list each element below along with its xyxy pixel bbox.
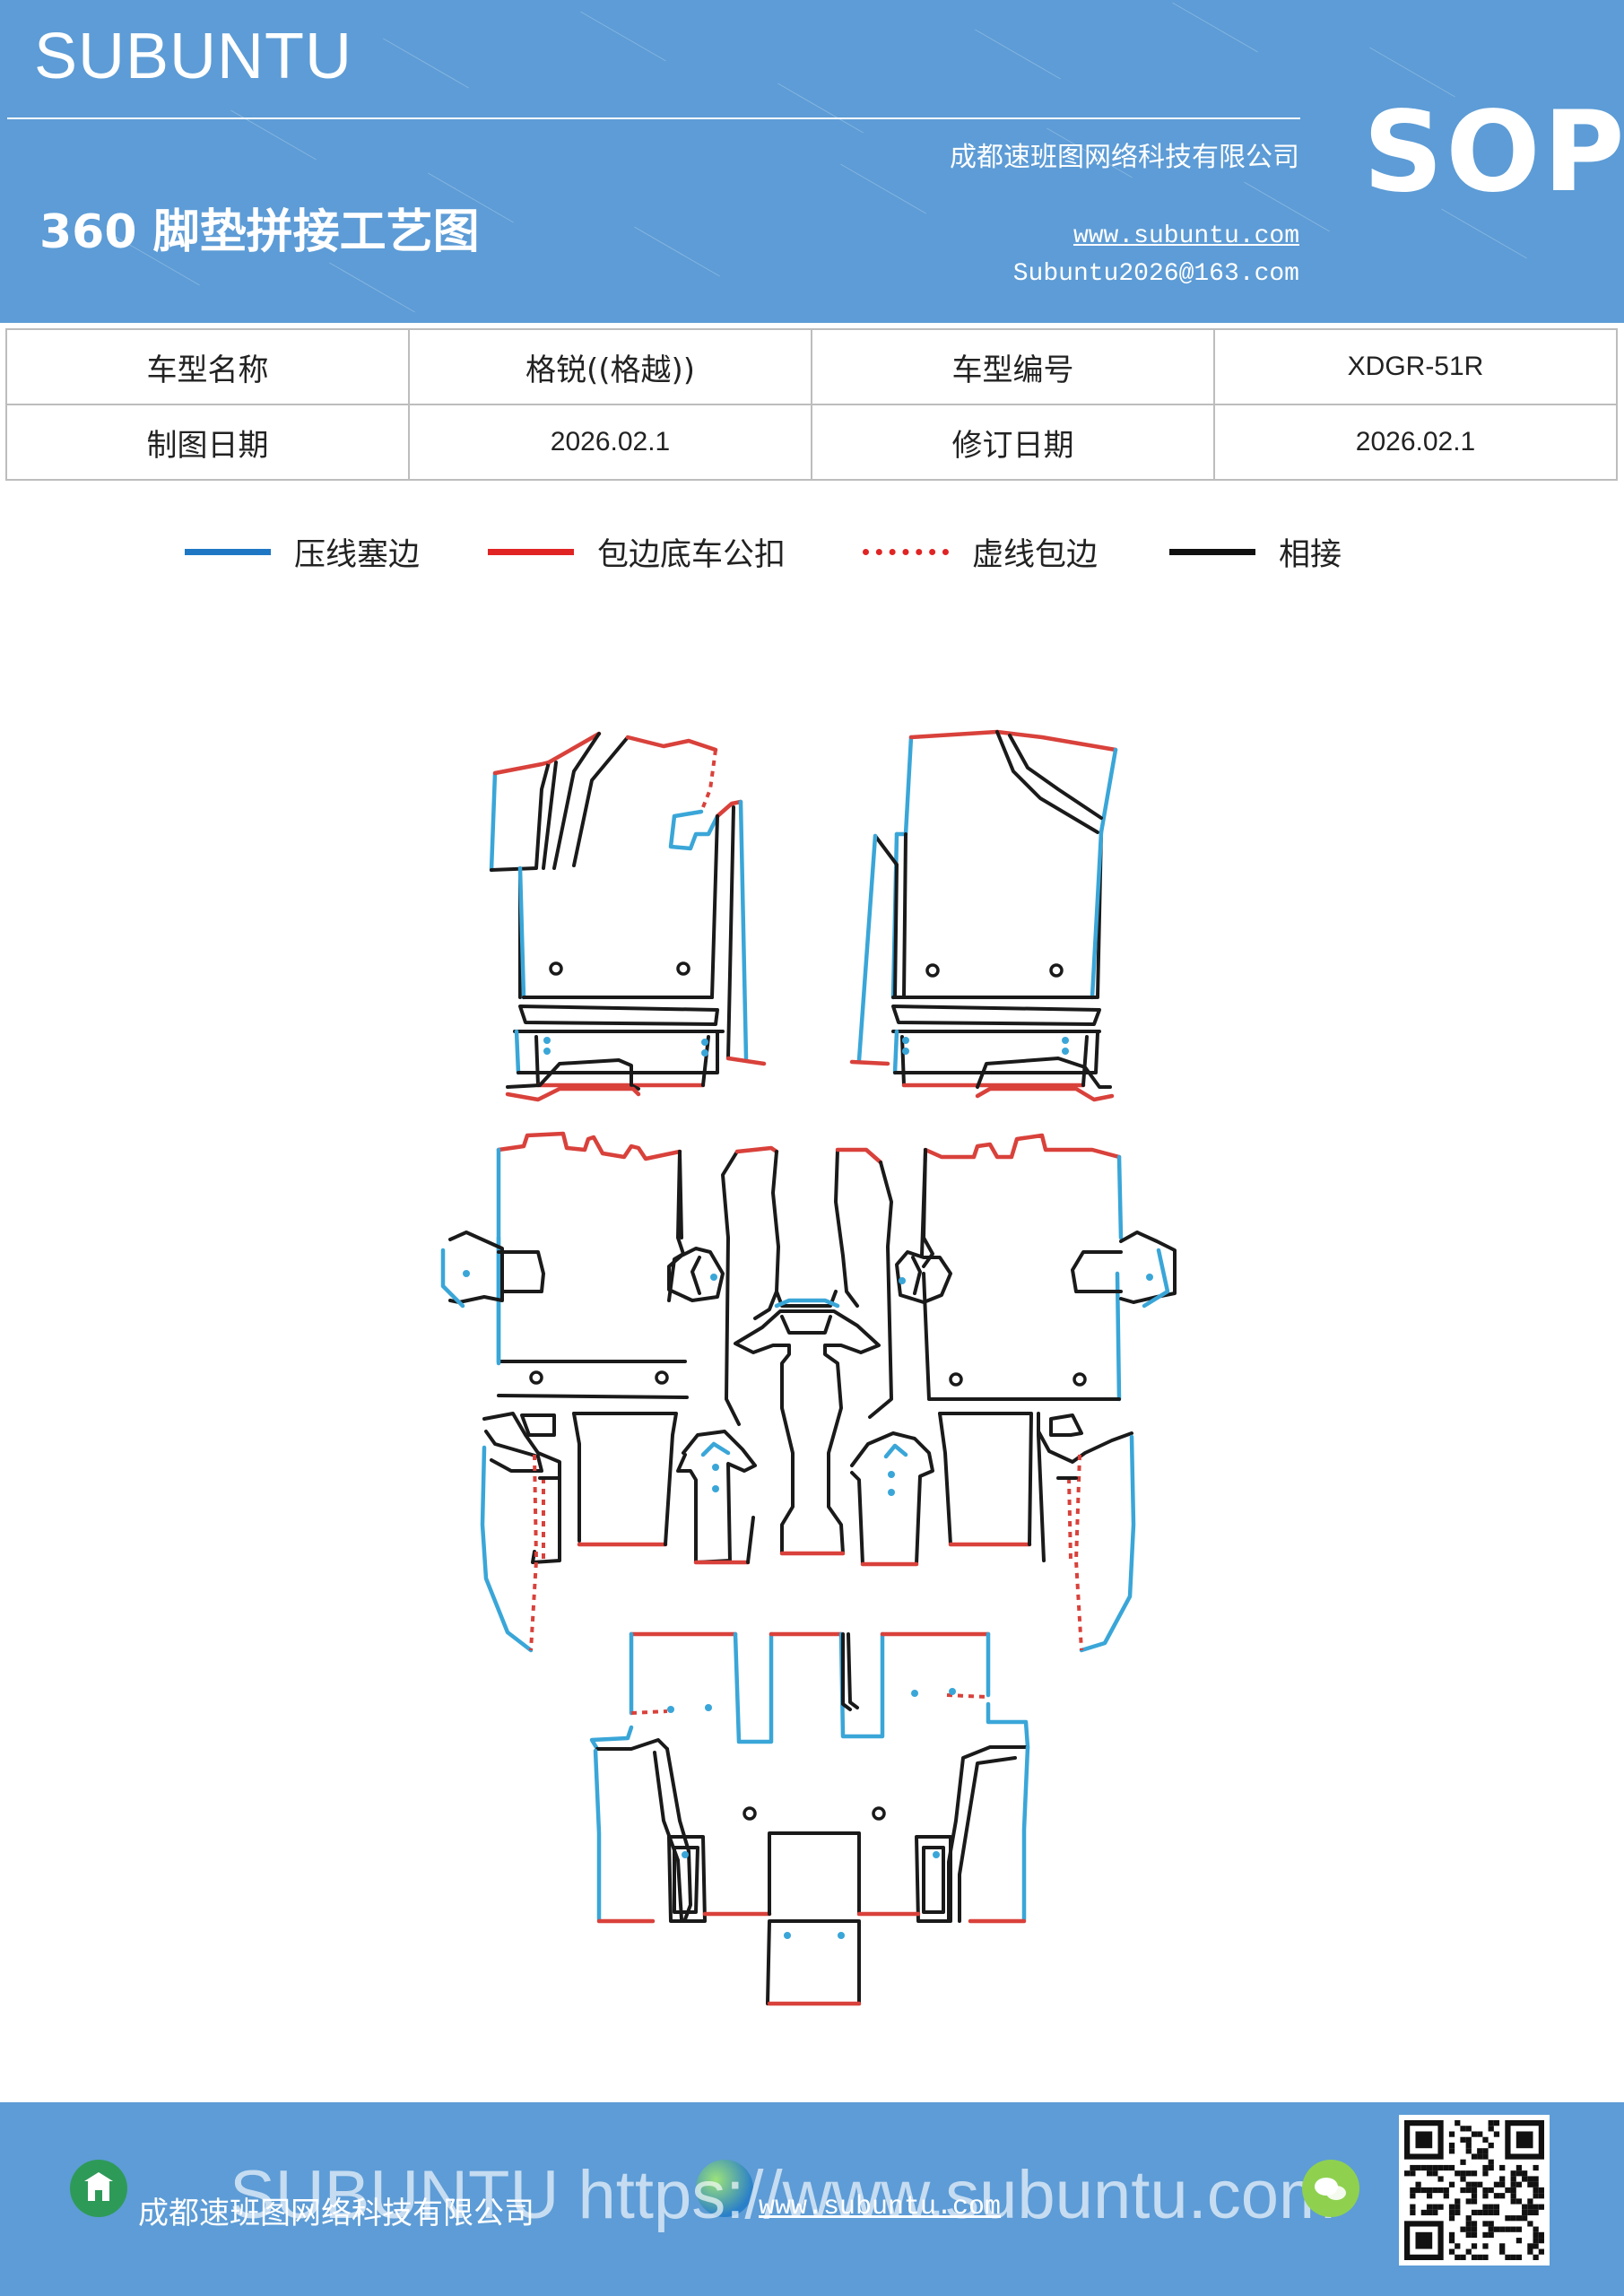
footer-overlay-text: SUBUNTU https://www.subuntu.com (230, 2157, 1336, 2233)
legend-label: 相接 (1279, 536, 1342, 573)
table-cell-value: 2026.02.1 (408, 404, 812, 481)
center-tunnel-mat (721, 1145, 893, 1556)
legend-label: 压线塞边 (294, 536, 421, 573)
table-row: 制图日期 2026.02.1 修订日期 2026.02.1 (5, 404, 1618, 481)
legend-item-dotted: 虚线包边 (863, 529, 1098, 574)
header-banner: SUBUNTU 成都速班图网络科技有限公司 360 脚垫拼接工艺图 www.su… (0, 0, 1624, 323)
front-left-mat (489, 731, 767, 1102)
legend-swatch-black (1169, 548, 1255, 555)
header-divider (7, 117, 1300, 119)
footer-banner: 成都速班图网络科技有限公司 www.subuntu.com SUBUNTU ht… (0, 2102, 1624, 2296)
legend-label: 虚线包边 (972, 536, 1099, 573)
company-name: 成都速班图网络科技有限公司 (950, 142, 1299, 173)
front-right-mat (849, 729, 1118, 1102)
middle-left-mat (440, 1131, 725, 1399)
table-cell-value: 2026.02.1 (1213, 404, 1618, 481)
footer-company-name: 成都速班图网络科技有限公司 (138, 2196, 534, 2231)
table-cell-label: 制图日期 (5, 404, 410, 481)
legend-label: 包边底车公扣 (597, 536, 786, 573)
table-row: 车型名称 格锐((格越)) 车型编号 XDGR-51R (5, 328, 1618, 405)
table-cell-label: 车型名称 (5, 328, 410, 405)
rear-mat (589, 1631, 1030, 2006)
brand-name: SUBUNTU (34, 21, 353, 92)
middle-right-mat (895, 1133, 1177, 1402)
table-cell-label: 修订日期 (811, 404, 1215, 481)
legend-swatch-blue (185, 548, 271, 555)
wechat-icon (1302, 2160, 1359, 2217)
legend-item-blue: 压线塞边 (185, 529, 420, 574)
legend-item-black: 相接 (1169, 529, 1342, 574)
info-table: 车型名称 格锐((格越)) 车型编号 XDGR-51R 制图日期 2026.02… (5, 328, 1618, 481)
legend-swatch-red (488, 548, 574, 555)
document-title: 360 脚垫拼接工艺图 (39, 205, 480, 259)
table-cell-value: 格锐((格越)) (408, 328, 812, 405)
qr-code (1399, 2115, 1550, 2266)
website-link[interactable]: www.subuntu.com (1073, 222, 1299, 250)
globe-icon (696, 2160, 753, 2217)
middle-right-lower-pieces (850, 1412, 1136, 1653)
email-address: Subuntu2026@163.com (1012, 260, 1299, 288)
legend: 压线塞边 包边底车公扣 虚线包边 相接 (0, 529, 1624, 574)
legend-swatch-dotted (863, 548, 949, 555)
table-cell-label: 车型编号 (811, 328, 1215, 405)
footer-website-link[interactable]: www.subuntu.com (759, 2192, 1002, 2222)
table-cell-value: XDGR-51R (1213, 328, 1618, 405)
building-icon (70, 2160, 127, 2217)
middle-left-lower-pieces (480, 1412, 757, 1653)
legend-item-red: 包边底车公扣 (488, 529, 786, 574)
sop-badge: SOP (1363, 88, 1624, 217)
